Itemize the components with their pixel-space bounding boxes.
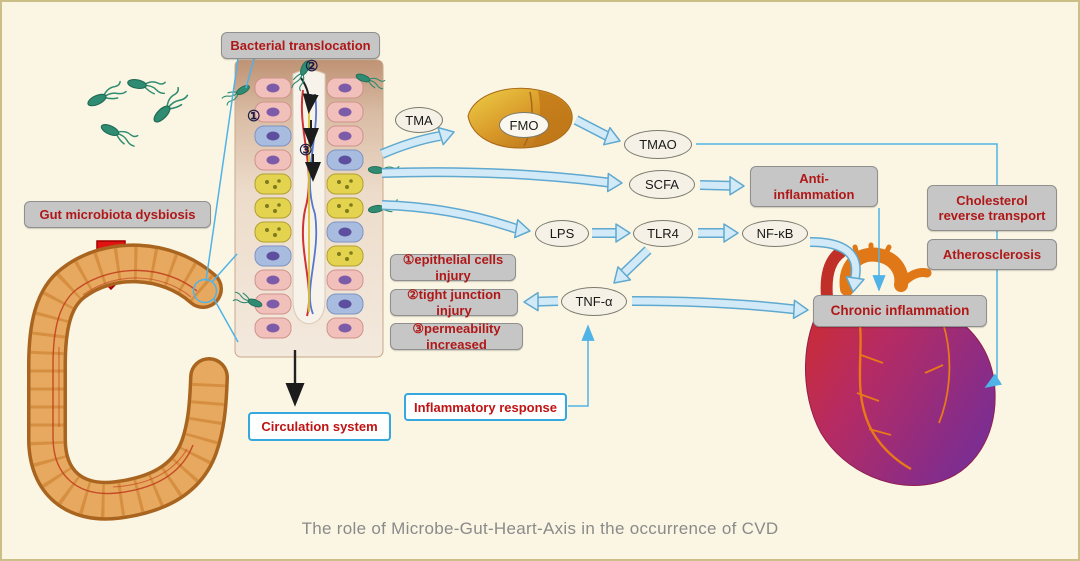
arrow-gut-to-liver (380, 126, 455, 159)
scfa-label: SCFA (629, 170, 695, 199)
arrow-gut-to-lps (381, 200, 531, 239)
gut-epithelium-illustration (220, 58, 401, 358)
marker-1: ① (247, 108, 261, 125)
fmo-label: FMO (499, 112, 549, 138)
epithelial-cells-injury-label: ①epithelial cells injury (390, 252, 516, 283)
heart-illustration (805, 242, 996, 487)
circulation-system-label: Circulation system (248, 412, 391, 441)
bacteria-cluster-illustration (84, 75, 190, 149)
arrow-lps-to-tlr4 (592, 223, 631, 243)
anti-inflammation-label: Anti- inflammation (750, 166, 878, 207)
lps-label: LPS (535, 220, 589, 247)
tma-label: TMA (395, 107, 443, 133)
arrow-gut-to-scfa (381, 167, 623, 193)
arrow-tlr4-to-nfkb (698, 223, 739, 243)
nfkb-label: NF-κB (742, 220, 808, 247)
bacterial-translocation-label: Bacterial translocation (221, 32, 380, 59)
marker-2: ② (305, 58, 319, 75)
tlr4-label: TLR4 (633, 220, 693, 247)
arrow-nfkb-to-chronic-inflammation (809, 237, 865, 293)
inflammatory-response-label: Inflammatory response (404, 393, 567, 421)
permeability-increased-label: ③permeability increased (390, 321, 523, 352)
colon-illustration (27, 243, 229, 521)
tmao-label: TMAO (624, 130, 692, 159)
gut-microbiota-dysbiosis-label: Gut microbiota dysbiosis (24, 201, 211, 228)
tight-junction-injury-label: ②tight junction injury (390, 287, 518, 318)
figure-caption: The role of Microbe-Gut-Heart-Axis in th… (301, 519, 779, 538)
marker-3: ③ (299, 142, 313, 159)
arrow-tlr4-to-tnfa (613, 246, 652, 284)
arrow-tnfa-to-injury (523, 291, 559, 312)
arrow-scfa-to-antiinflammation (699, 175, 745, 196)
pathway-arrows (380, 115, 865, 320)
arrow-tnfa-to-chronic-inflammation (631, 296, 809, 320)
cholesterol-reverse-transport-label: Cholesterol reverse transport (927, 185, 1057, 231)
chronic-inflammation-label: Chronic inflammation (813, 295, 987, 327)
arrow-liver-to-tmao (573, 115, 621, 146)
tnfa-label: TNF-α (561, 287, 627, 316)
atherosclerosis-label: Atherosclerosis (927, 239, 1057, 270)
